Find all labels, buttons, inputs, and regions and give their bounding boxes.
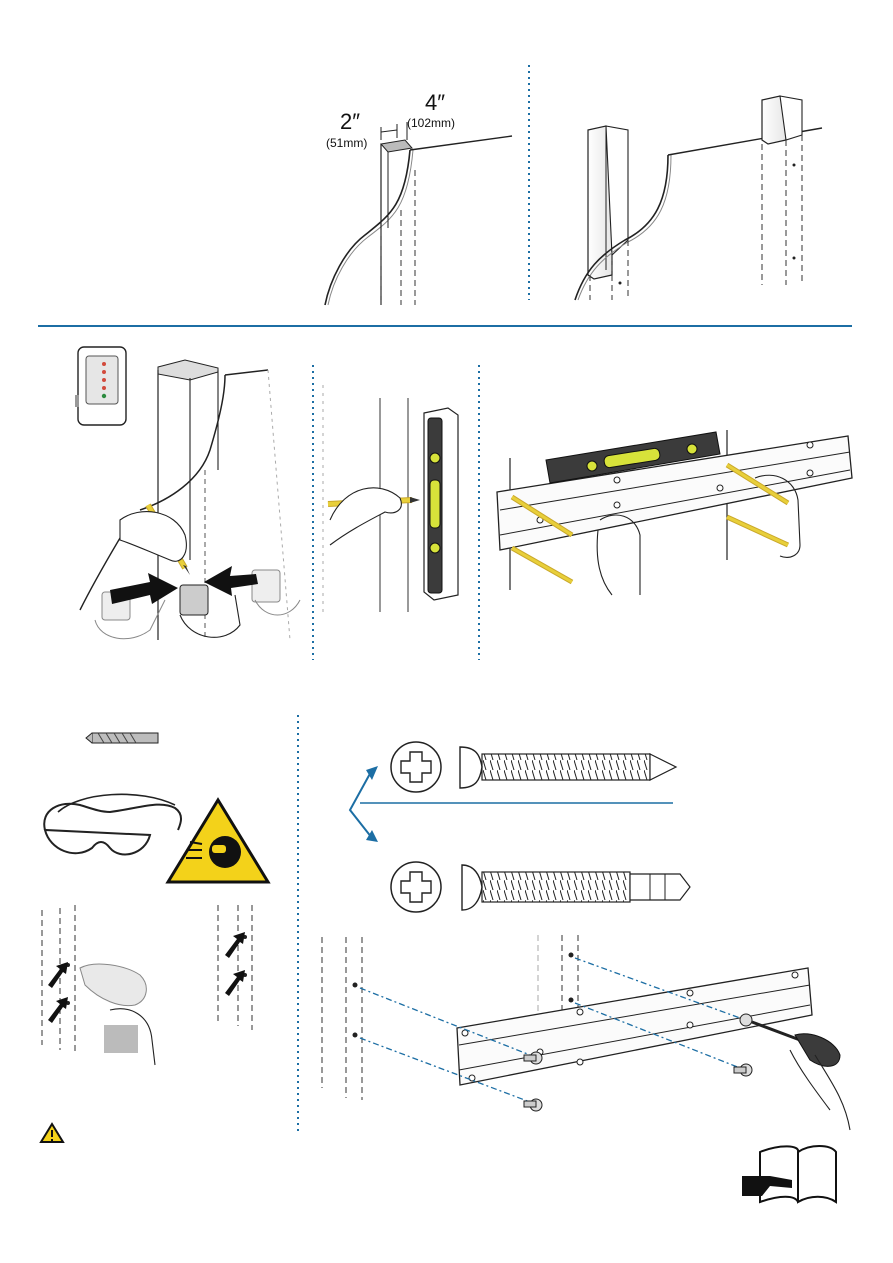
safety-glasses [44, 794, 181, 854]
screw-options-diagram [350, 742, 690, 912]
rail-level-illustration [497, 430, 852, 595]
level-marking-illustration [323, 385, 458, 612]
drilling-illustration [42, 905, 252, 1065]
stud-width-metric-label: (51mm) [326, 136, 367, 150]
drill-bit [86, 733, 158, 743]
eye-protection-warning-icon [168, 800, 268, 882]
stud-pair-diagram [575, 96, 822, 300]
manual-book-icon [742, 1146, 836, 1202]
stud-spacing-label: 4″ [425, 90, 445, 115]
stud-width-label: 2″ [340, 109, 360, 134]
stud-spacing-metric-label: (102mm) [407, 116, 455, 130]
stud-finder-device [75, 347, 126, 425]
rail-mounting-illustration [322, 935, 850, 1130]
warning-triangle-icon [41, 1124, 63, 1142]
